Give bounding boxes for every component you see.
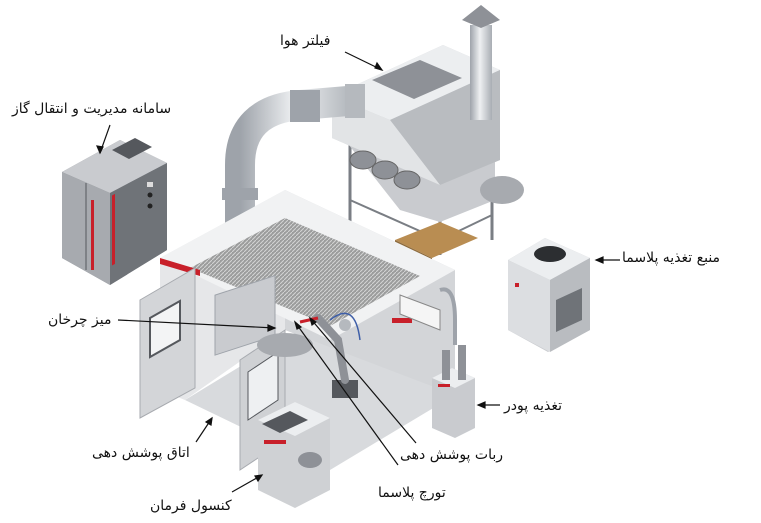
label-gas-management: سامانه مدیریت و انتقال گاز — [12, 101, 172, 117]
air-filter-unit — [332, 5, 524, 264]
plasma-power-supply-unit — [508, 238, 590, 352]
leader-lines — [96, 51, 620, 493]
air-duct — [222, 84, 365, 230]
gas-management-cabinet — [62, 138, 167, 285]
label-plasma-power-supply: منبع تغذیه پلاسما — [622, 250, 721, 266]
powder-feeder-unit — [432, 345, 475, 438]
label-air-filter: فیلتر هوا — [280, 33, 331, 49]
label-spray-robot: ربات پوشش دهی — [400, 447, 503, 463]
label-control-console: کنسول فرمان — [150, 498, 232, 514]
control-console-unit — [258, 402, 330, 508]
label-spray-booth: اتاق پوشش دهی — [92, 445, 190, 461]
label-powder-feeder: تغذیه پودر — [504, 398, 562, 414]
spray-booth — [139, 190, 457, 471]
robot-arm — [299, 312, 361, 398]
label-plasma-torch: تورچ پلاسما — [378, 485, 446, 501]
label-rotary-table: میز چرخان — [48, 312, 112, 328]
